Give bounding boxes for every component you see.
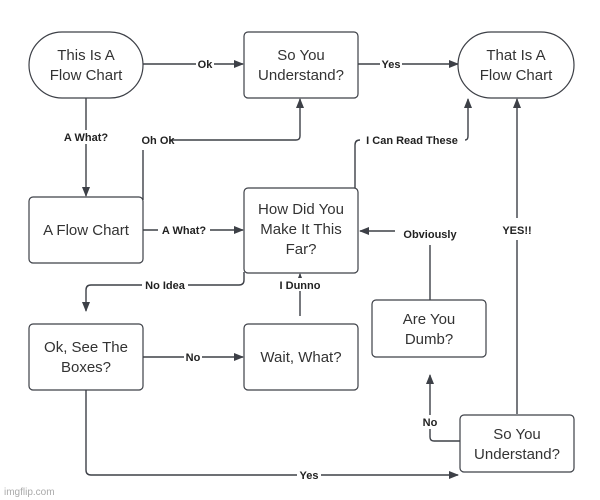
node-wait-what-line-1: Wait, What? [260,349,341,366]
node-start-line-1: This Is A [57,47,115,64]
node-see-boxes-line-2: Boxes? [61,359,111,376]
node-how-did-line-3: Far? [286,241,317,258]
node-end-line-2: Flow Chart [480,67,553,84]
edge-understand2-no [426,374,460,442]
label-yes-caps: YES!! [502,225,531,237]
node-understand-2-line-1: So You [493,426,541,443]
label-ok: Ok [198,59,214,71]
label-yes-1: Yes [382,59,401,71]
watermark: imgflip.com [4,487,55,498]
label-i-dunno: I Dunno [280,280,321,292]
label-yes-2: Yes [300,470,319,482]
node-flow-chart-line-1: A Flow Chart [43,222,130,239]
label-no-idea: No Idea [145,280,186,292]
label-oh-ok: Oh Ok [141,135,175,147]
node-end: That Is A Flow Chart [457,31,575,99]
node-see-boxes-line-1: Ok, See The [44,339,128,356]
node-how-did-line-1: How Did You [258,201,344,218]
node-understand-1-line-1: So You [277,47,325,64]
edge-dumb-obviously [360,231,431,300]
node-how-did-line-2: Make It This [260,221,341,238]
node-dumb-line-2: Dumb? [405,331,453,348]
label-a-what-1: A What? [64,132,108,144]
node-start: This Is A Flow Chart [28,31,144,99]
node-wait-what: Wait, What? [243,323,359,391]
node-end-line-1: That Is A [486,47,545,64]
edge-labels: Ok Yes A What? Oh Ok I Can Read These A … [58,57,532,482]
edge-howdid-read-these [354,99,468,188]
node-dumb-line-1: Are You [403,311,456,328]
node-start-line-2: Flow Chart [50,67,123,84]
label-a-what-2: A What? [162,225,206,237]
label-no-1: No [186,352,201,364]
label-i-can-read-these: I Can Read These [366,135,458,147]
label-obviously: Obviously [403,229,457,241]
node-flow-chart: A Flow Chart [28,196,144,264]
edge-flowchart-oh-ok [142,99,300,200]
edge-boxes-yes [85,390,459,479]
label-no-2: No [423,417,438,429]
node-understand-2-line-2: Understand? [474,446,560,463]
node-understand-1-line-2: Understand? [258,67,344,84]
